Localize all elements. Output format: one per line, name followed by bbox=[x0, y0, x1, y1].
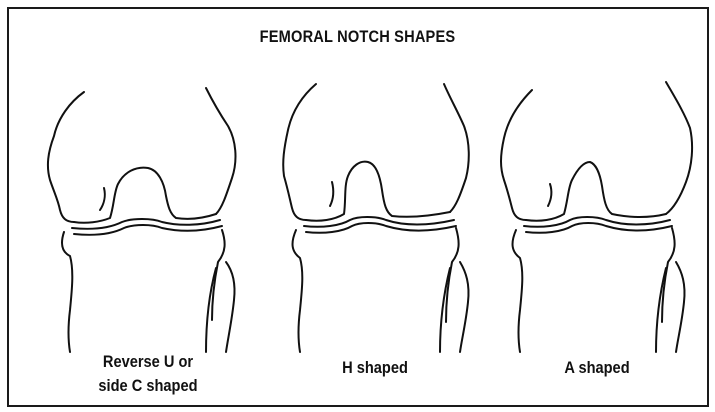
label-reverse-u-line-1: Reverse U or bbox=[71, 350, 226, 374]
label-reverse-u: Reverse U or side C shaped bbox=[71, 350, 226, 398]
knee-drawing-reverse-u bbox=[48, 88, 236, 352]
label-h-shaped-line-1: H shaped bbox=[311, 356, 440, 380]
label-a-shaped: A shaped bbox=[533, 356, 662, 380]
knee-drawing-a bbox=[501, 82, 692, 352]
label-h-shaped: H shaped bbox=[311, 356, 440, 380]
label-a-shaped-line-1: A shaped bbox=[533, 356, 662, 380]
knee-drawing-h bbox=[283, 84, 469, 352]
label-reverse-u-line-2: side C shaped bbox=[71, 374, 226, 398]
